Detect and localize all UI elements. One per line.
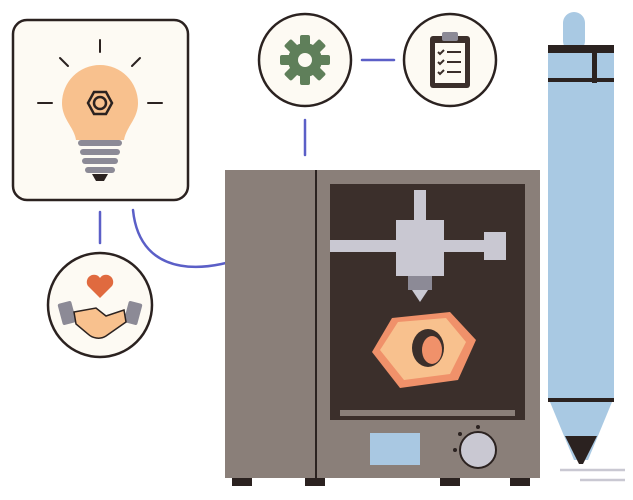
hex-nut-print [372, 312, 476, 388]
clipboard-checklist-icon [402, 12, 498, 108]
print-chamber [330, 184, 525, 420]
printer-screen [370, 433, 420, 465]
lightbulb-card [11, 18, 190, 202]
lightbulb-nut-icon [37, 39, 163, 181]
gear-icon [257, 12, 353, 108]
handshake-heart-icon [46, 251, 154, 359]
pen-icon [548, 12, 625, 482]
3d-printer [225, 170, 540, 486]
printer-knob [459, 431, 497, 469]
